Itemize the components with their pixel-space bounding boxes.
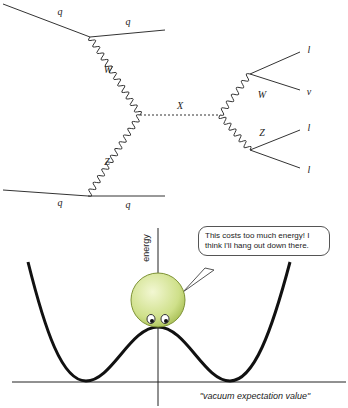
boson-line: [220, 74, 250, 116]
lepton-label: ν: [307, 87, 311, 97]
pupil: [164, 319, 168, 323]
feynman-diagram: [3, 4, 300, 196]
speech-bubble: This costs too much energy! I think I'll…: [198, 226, 330, 256]
axis-label: energy: [142, 234, 151, 262]
quark-label: q: [126, 200, 131, 210]
lepton-line: [250, 52, 300, 90]
lepton-label: l: [308, 45, 311, 55]
pupil: [150, 319, 154, 323]
bubble-text: This costs too much energy! I think I'll…: [205, 231, 323, 250]
boson-label: W: [258, 90, 266, 100]
lepton-line: [250, 130, 300, 168]
boson-label: Z: [104, 157, 110, 167]
bubble-tail: [183, 268, 214, 292]
axis-label: "vacuum expectation value": [200, 392, 310, 401]
boson-line: [88, 115, 140, 197]
boson-label: Z: [259, 128, 265, 138]
quark-label: q: [58, 7, 63, 17]
x-propagator: [140, 115, 220, 116]
boson-line: [219, 115, 251, 150]
boson-line: [89, 37, 142, 115]
quark-label: q: [126, 17, 131, 27]
particle-label: X: [177, 101, 183, 111]
double-well-curve: [28, 262, 290, 381]
vev-axis: [12, 382, 346, 383]
quark-line: [3, 4, 165, 37]
quark-label: q: [58, 198, 63, 208]
boson-label: W: [104, 65, 112, 75]
lepton-label: l: [308, 123, 311, 133]
eye: [161, 315, 169, 324]
lepton-label: l: [308, 165, 311, 175]
quark-line: [3, 190, 165, 196]
ball-character: [131, 273, 185, 327]
eye: [147, 315, 155, 324]
